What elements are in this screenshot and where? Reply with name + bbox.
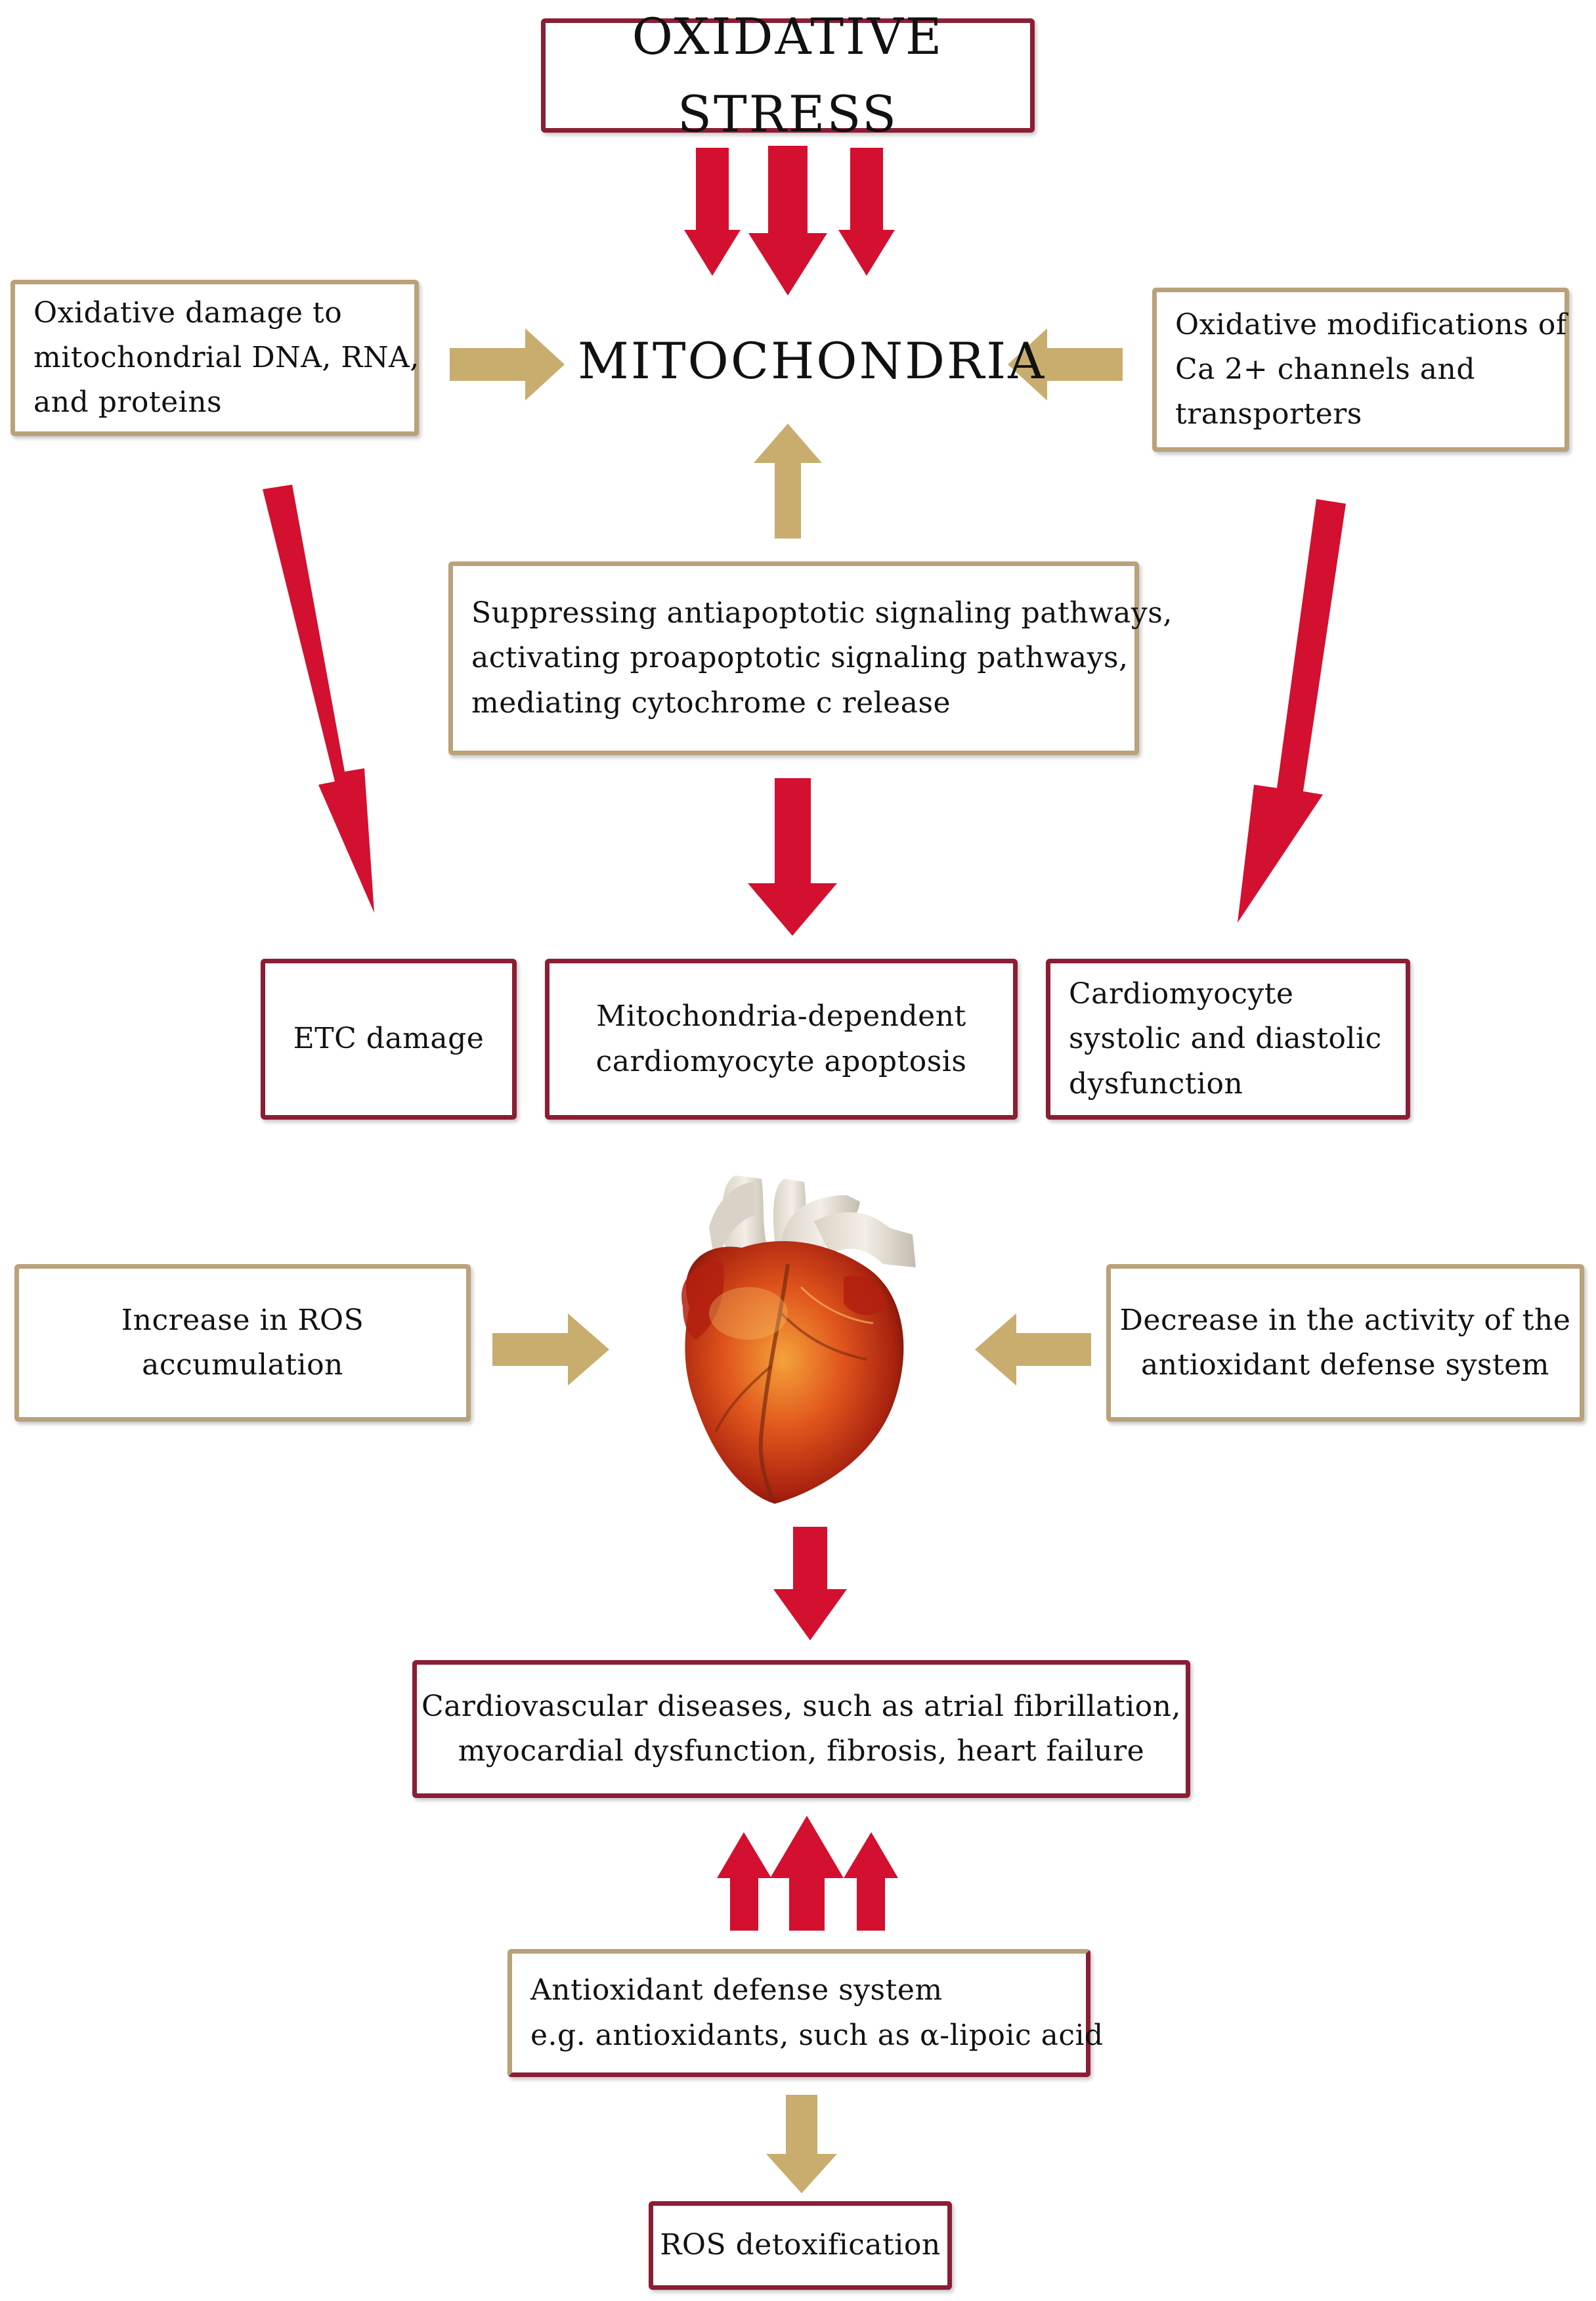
cardiomyocyte-dysfunction-box: Cardiomyocyte systolic and diastolic dys…	[1046, 959, 1410, 1120]
cvd-line-2: myocardial dysfunction, fibrosis, heart …	[458, 1734, 1145, 1768]
dna-damage-line-3: and proteins	[33, 385, 223, 420]
ca-channels-box: Oxidative modifications of Ca 2+ channel…	[1152, 288, 1569, 452]
tan-arrow-right-heart	[492, 1313, 609, 1386]
antioxidant-system-box: Antioxidant defense system e.g. antioxid…	[507, 1949, 1103, 2077]
heart-icon	[681, 1175, 916, 1504]
etc-damage-label: ETC damage	[293, 1022, 485, 1056]
cvd-line-1: Cardiovascular diseases, such as atrial …	[421, 1689, 1181, 1723]
tan-arrow-left-top	[1008, 328, 1123, 401]
red-arrow-up-center	[770, 1816, 844, 1931]
dysfunction-line-3: dysfunction	[1069, 1066, 1243, 1101]
apoptotic-pathways-box: Suppressing antiapoptotic signaling path…	[448, 561, 1172, 755]
mitochondria-label: MITOCHONDRIA	[578, 332, 1046, 390]
apoptotic-line-2: activating proapoptotic signaling pathwa…	[471, 641, 1129, 675]
cardio-apoptosis-line-1: Mitochondria-dependent	[596, 999, 966, 1034]
tan-arrow-up	[754, 424, 822, 538]
apoptotic-line-3: mediating cytochrome c release	[471, 686, 951, 720]
red-arrow-down-apoptosis	[748, 778, 837, 936]
ros-detox-label: ROS detoxification	[660, 2228, 941, 2262]
oxidative-stress-box: OXIDATIVE STRESS	[541, 7, 1035, 143]
cardiovascular-diseases-box: Cardiovascular diseases, such as atrial …	[412, 1660, 1190, 1798]
red-arrow-down-left	[684, 148, 741, 276]
ros-increase-label: Increase in ROS accumulation	[121, 1303, 364, 1382]
ros-detox-box: ROS detoxification	[649, 2201, 952, 2290]
antioxidant-system-line-1: Antioxidant defense system	[530, 1973, 943, 2007]
red-arrow-down-right	[838, 148, 895, 276]
red-arrow-up-left	[717, 1832, 771, 1931]
cardio-apoptosis-line-2: cardiomyocyte apoptosis	[595, 1044, 967, 1078]
red-arrow-diagonal-left	[263, 485, 374, 913]
dna-damage-line-2: mitochondrial DNA, RNA,	[33, 340, 420, 374]
ca-channels-line-3: transporters	[1175, 397, 1362, 431]
red-arrow-diagonal-right	[1238, 499, 1346, 923]
dysfunction-line-2: systolic and diastolic	[1069, 1022, 1382, 1056]
tan-arrow-left-heart	[975, 1313, 1091, 1386]
antioxidant-decrease-box: Decrease in the activity of the antioxid…	[1106, 1264, 1584, 1422]
antioxidant-system-line-2: e.g. antioxidants, such as α-lipoic acid	[530, 2018, 1104, 2052]
antioxidant-decrease-line-1: Decrease in the activity of the	[1119, 1303, 1571, 1337]
tan-arrow-down-detox	[766, 2095, 837, 2193]
red-arrow-up-right	[844, 1832, 898, 1931]
etc-damage-box: ETC damage	[261, 959, 517, 1120]
red-arrow-down-heart	[773, 1527, 847, 1640]
dna-damage-line-1: Oxidative damage to	[33, 296, 343, 330]
ca-channels-line-2: Ca 2+ channels and	[1175, 352, 1476, 386]
oxidative-stress-label: OXIDATIVE STRESS	[632, 7, 944, 143]
antioxidant-decrease-line-2: antioxidant defense system	[1140, 1348, 1550, 1382]
apoptotic-line-1: Suppressing antiapoptotic signaling path…	[471, 596, 1173, 630]
red-arrow-down-center	[748, 146, 827, 296]
dysfunction-line-1: Cardiomyocyte	[1069, 977, 1294, 1011]
dna-damage-box: Oxidative damage to mitochondrial DNA, R…	[11, 280, 419, 436]
tan-arrow-right-top	[450, 328, 565, 401]
ca-channels-line-1: Oxidative modifications of	[1175, 307, 1567, 341]
ros-increase-box: Increase in ROS accumulation	[14, 1264, 471, 1422]
cardiomyocyte-apoptosis-box: Mitochondria-dependent cardiomyocyte apo…	[545, 959, 1018, 1120]
